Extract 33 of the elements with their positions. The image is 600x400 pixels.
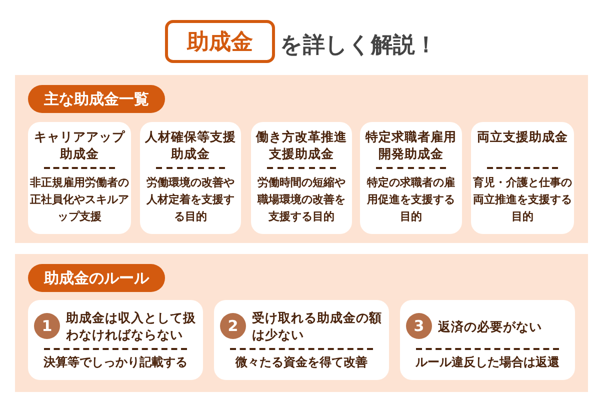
heading-text: を詳しく解説！: [280, 32, 437, 60]
section-panel: [15, 75, 588, 243]
subsidy-card: [360, 122, 462, 234]
rule-description: 決算等でしっかり記載する: [42, 354, 188, 371]
subsidy-card: [28, 122, 131, 234]
subsidy-card: [251, 122, 352, 234]
rule-card: [214, 300, 389, 380]
section-panel: [15, 254, 588, 392]
number-circle: 3: [406, 313, 432, 339]
number-circle: 2: [220, 313, 246, 339]
section-badge: 助成金のルール: [28, 264, 165, 292]
card-description: 育児・介護と仕事の両立推進を支援する目的: [473, 175, 572, 225]
card-description: 労働時間の短縮や職場環境の改善を支援する目的: [256, 175, 346, 225]
subsidy-card: [140, 122, 241, 234]
rule-card: [28, 300, 203, 380]
rule-title: 助成金は収入として扱わなければならない: [66, 309, 197, 343]
card-title: キャリアアップ助成金: [33, 128, 126, 162]
rule-description: ルール違反した場合は返還: [414, 354, 560, 371]
rule-card: [400, 300, 575, 380]
card-description: 労働環境の改善や人材定着を支援する目的: [146, 175, 236, 225]
section-badge: 主な助成金一覧: [28, 85, 165, 113]
number-circle: 1: [34, 313, 60, 339]
card-description: 非正規雇用労働者の正社員化やスキルアップ支援: [30, 175, 129, 225]
rule-description: 微々たる資金を得て改善: [234, 354, 368, 371]
card-title: 両立支援助成金: [476, 128, 569, 145]
rule-title: 受け取れる助成金の額は少ない: [252, 309, 383, 343]
rule-title: 返済の必要がない: [438, 318, 543, 336]
subsidy-card: [471, 122, 574, 234]
title-box: 助成金: [165, 20, 275, 63]
card-title: 人材確保等支援助成金: [144, 128, 237, 162]
card-description: 特定の求職者の雇用促進を支援する目的: [366, 175, 456, 225]
card-title: 働き方改革推進支援助成金: [254, 128, 348, 162]
card-title: 特定求職者雇用開発助成金: [364, 128, 458, 162]
